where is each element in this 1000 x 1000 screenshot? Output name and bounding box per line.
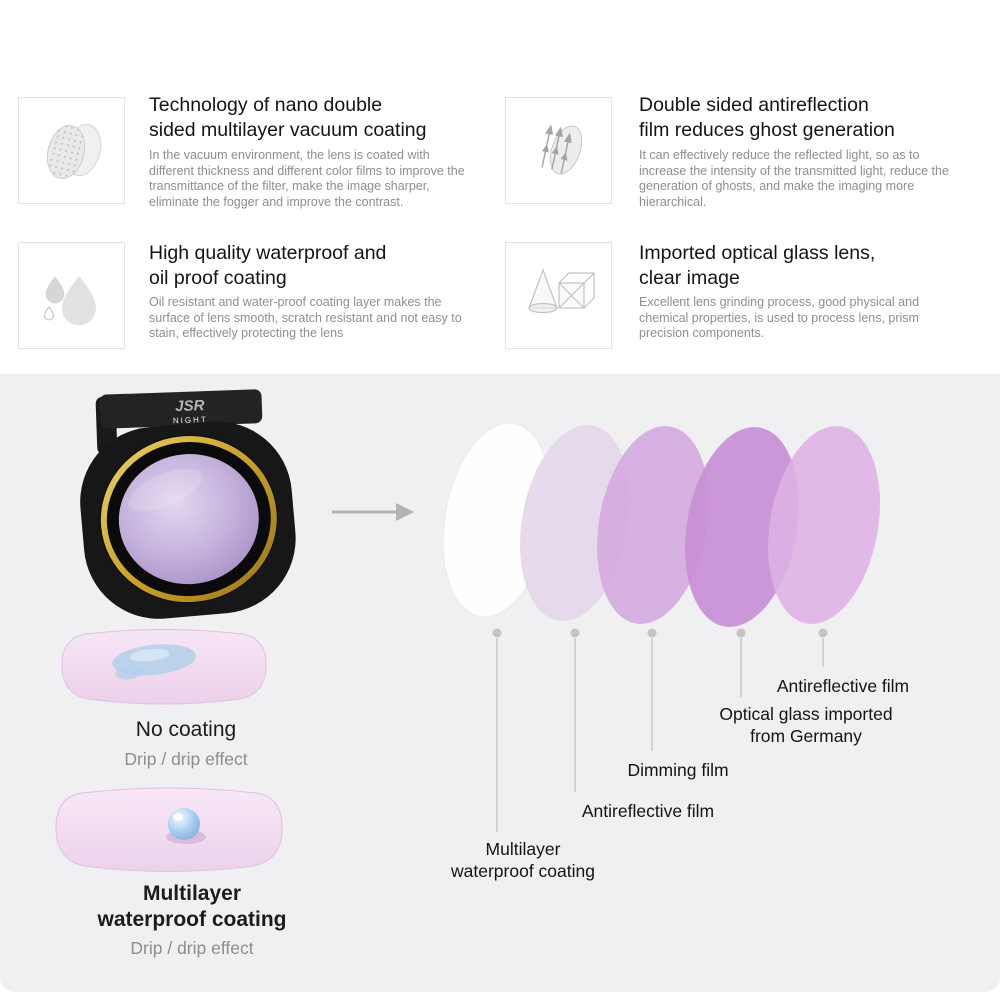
nano-coating-icon	[46, 123, 101, 179]
no-coating-pad	[61, 629, 267, 705]
model-label: NIGHT	[173, 415, 208, 425]
layer-antireflective-film-2	[768, 426, 880, 624]
callout-leader-lines	[496, 638, 824, 832]
water-droplet	[166, 808, 206, 844]
feature-title: High quality waterproof and oil proof co…	[149, 242, 387, 289]
waterproof-icon	[43, 275, 96, 325]
no-coating-subtitle: Drip / drip effect	[124, 749, 248, 769]
waterproof-icon-box	[18, 242, 125, 349]
feature-title: Double sided antireflection film reduces…	[639, 94, 895, 141]
water-smear	[112, 644, 196, 680]
layer-dimming-film	[597, 426, 709, 624]
waterproof-coating-title: Multilayer waterproof coating	[97, 882, 287, 932]
nano-coating-icon-box	[18, 97, 125, 204]
antireflection-icon-box	[505, 97, 612, 204]
waterproof-coating-subtitle: Drip / drip effect	[130, 938, 254, 958]
feature-desc: Excellent lens grinding process, good ph…	[639, 295, 920, 340]
feature-desc: In the vacuum environment, the lens is c…	[149, 148, 465, 209]
right-arrow-icon	[332, 503, 414, 521]
callout-antireflective-2: Antireflective film	[776, 676, 910, 696]
layer-optical-glass	[685, 427, 799, 627]
filter-clip: JSR NIGHT	[95, 389, 263, 455]
feature-title: Technology of nano double sided multilay…	[149, 94, 427, 141]
antireflection-icon	[540, 123, 582, 174]
feature-title: Imported optical glass lens, clear image	[639, 242, 876, 289]
no-coating-title: No coating	[135, 718, 237, 741]
callout-antireflective-1: Antireflective film	[581, 801, 715, 821]
optical-glass-icon-box	[505, 242, 612, 349]
callout-dimming-film: Dimming film	[627, 760, 729, 780]
lens-glass	[118, 454, 259, 585]
filter-body	[80, 421, 296, 619]
optical-glass-icon	[527, 267, 595, 313]
callout-optical-glass: Optical glass imported from Germany	[719, 704, 893, 747]
callout-dots	[492, 628, 828, 638]
lens-filter-photo: JSR NIGHT	[80, 389, 296, 619]
feature-desc: Oil resistant and water-proof coating la…	[149, 295, 462, 340]
exploded-layers-diagram	[332, 422, 880, 832]
gold-ring	[100, 436, 277, 603]
brand-logo: JSR	[175, 397, 205, 415]
waterproof-coating-pad	[55, 787, 283, 872]
callout-multilayer-waterproof: Multilayer waterproof coating	[451, 839, 595, 882]
feature-desc: It can effectively reduce the reflected …	[639, 148, 949, 209]
